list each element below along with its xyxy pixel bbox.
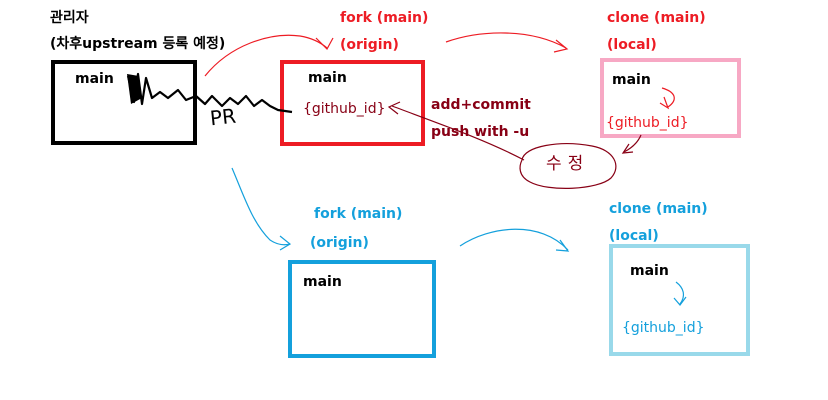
arrow-fork-blue-to-clone-blue bbox=[459, 228, 569, 251]
clone-red-main: main bbox=[612, 72, 651, 88]
fork-red-main: main bbox=[308, 70, 347, 86]
arrow-fork-to-clone bbox=[445, 32, 567, 49]
arrowhead-fork-blue-to-clone-blue bbox=[555, 239, 570, 252]
fork-red-branch: {github_id} bbox=[303, 101, 386, 117]
clone-red-title: clone (main) bbox=[607, 10, 706, 26]
arrowhead-admin-to-fork bbox=[315, 37, 334, 50]
fork-blue-title: fork (main) bbox=[314, 206, 403, 222]
action-push: push with -u bbox=[431, 124, 530, 140]
note-text: 수정 bbox=[546, 154, 590, 174]
admin-main-box bbox=[51, 60, 197, 145]
admin-subtitle: (차후upstream 등록 예정) bbox=[50, 36, 226, 52]
pr-label: PR bbox=[208, 103, 238, 131]
admin-title: 관리자 bbox=[50, 10, 89, 26]
admin-main-label: main bbox=[75, 71, 114, 87]
fork-red-title: fork (main) bbox=[340, 10, 429, 26]
arrowhead-clone-to-note bbox=[621, 143, 634, 154]
clone-blue-title: clone (main) bbox=[609, 201, 708, 217]
clone-red-local: (local) bbox=[607, 37, 657, 53]
clone-red-branch: {github_id} bbox=[606, 115, 689, 131]
arrowhead-fork-to-clone bbox=[553, 39, 569, 53]
arrow-admin-to-fork-blue bbox=[231, 167, 291, 246]
fork-blue-main: main bbox=[303, 274, 342, 290]
clone-local-box-blue bbox=[609, 244, 750, 356]
clone-blue-branch: {github_id} bbox=[622, 320, 705, 336]
fork-red-origin: (origin) bbox=[340, 37, 399, 53]
action-add-commit: add+commit bbox=[431, 97, 531, 113]
clone-blue-main: main bbox=[630, 263, 669, 279]
fork-blue-origin: (origin) bbox=[310, 235, 369, 251]
arrowhead-admin-to-fork-blue bbox=[279, 235, 292, 251]
clone-blue-local: (local) bbox=[609, 228, 659, 244]
fork-origin-box-blue bbox=[288, 260, 436, 358]
